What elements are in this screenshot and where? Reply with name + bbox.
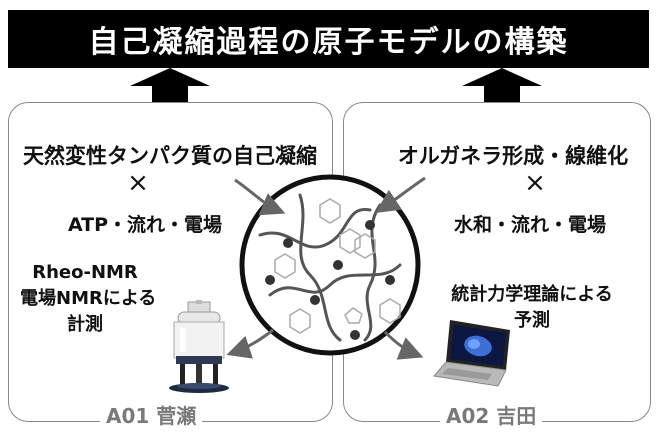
up-arrow-right-icon bbox=[462, 68, 542, 104]
laptop-icon bbox=[433, 320, 510, 387]
right-topic: オルガネラ形成・線維化 bbox=[397, 144, 629, 168]
title-banner: 自己凝縮過程の原子モデルの構築 bbox=[8, 10, 649, 68]
flow-arrows-icon bbox=[226, 176, 426, 360]
up-arrow-left-icon bbox=[130, 68, 210, 104]
left-method: Rheo-NMR 電場NMRによる 計測 bbox=[20, 260, 157, 338]
left-conditions: ATP・流れ・電場 bbox=[67, 214, 223, 236]
left-label: A01 菅瀬 bbox=[100, 400, 203, 429]
left-cross: × bbox=[127, 168, 149, 198]
page-title: 自己凝縮過程の原子モデルの構築 bbox=[88, 25, 569, 60]
molecular-condensate-icon bbox=[239, 174, 421, 356]
right-method: 統計力学理論による 予測 bbox=[432, 282, 632, 334]
right-method-line-1: 統計力学理論による bbox=[451, 284, 613, 305]
nmr-spectrometer-icon bbox=[169, 300, 229, 393]
right-label: A02 吉田 bbox=[440, 400, 543, 429]
right-conditions: 水和・流れ・電場 bbox=[453, 214, 606, 236]
right-cross: × bbox=[524, 168, 546, 198]
left-method-line-1: Rheo-NMR bbox=[32, 262, 138, 283]
right-method-line-2: 予測 bbox=[514, 310, 550, 331]
left-method-line-2: 電場NMRによる bbox=[20, 288, 157, 309]
left-method-line-3: 計測 bbox=[67, 314, 103, 335]
left-topic: 天然変性タンパク質の自己凝縮 bbox=[23, 144, 317, 168]
